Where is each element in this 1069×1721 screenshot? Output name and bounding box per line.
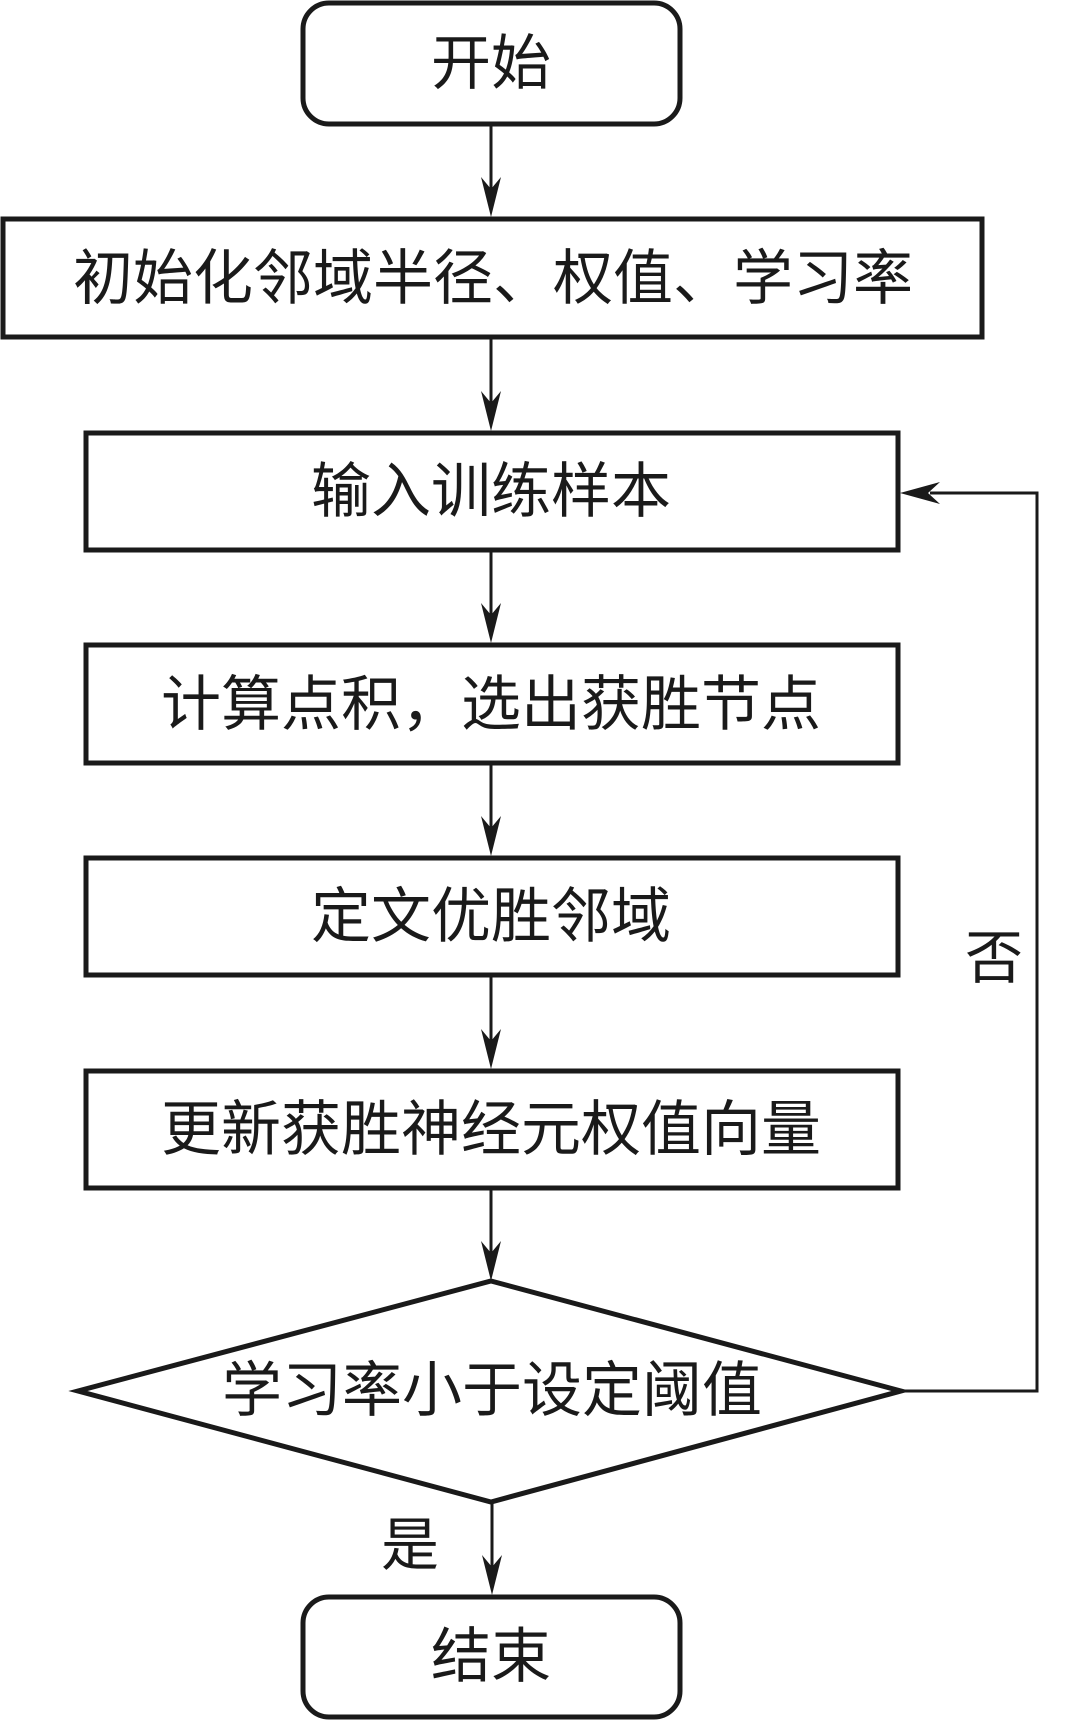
define-node: 定文优胜邻域 bbox=[83, 855, 901, 978]
start-node-label: 开始 bbox=[431, 29, 551, 99]
compute-node: 计算点积，选出获胜节点 bbox=[83, 642, 901, 766]
loop-back-line bbox=[901, 491, 1039, 1393]
input-node: 输入训练样本 bbox=[83, 430, 901, 553]
define-node-shape bbox=[83, 855, 901, 978]
compute-node-label: 计算点积，选出获胜节点 bbox=[161, 670, 821, 740]
init-node: 初始化邻域半径、权值、学习率 bbox=[0, 216, 985, 340]
update-node: 更新获胜神经元权值向量 bbox=[83, 1068, 901, 1191]
edge-define-to-update bbox=[481, 975, 501, 1069]
init-node-shape bbox=[0, 216, 985, 340]
arrow-head-left-icon bbox=[900, 482, 940, 504]
edge-decision-to-input: 否 bbox=[900, 482, 1039, 1393]
end-node: 结束 bbox=[300, 1594, 683, 1720]
yes-label: 是 bbox=[381, 1511, 439, 1579]
end-node-label: 结束 bbox=[431, 1622, 551, 1692]
edge-start-to-init bbox=[481, 124, 501, 217]
define-node-label: 定文优胜邻域 bbox=[311, 882, 671, 952]
edge-update-to-decision bbox=[481, 1188, 501, 1281]
decision-node-label: 学习率小于设定阈值 bbox=[222, 1356, 762, 1426]
update-node-shape bbox=[83, 1068, 901, 1191]
decision-node: 学习率小于设定阈值 bbox=[68, 1278, 911, 1505]
edge-init-to-input bbox=[481, 337, 501, 431]
input-node-label: 输入训练样本 bbox=[311, 457, 671, 527]
update-node-label: 更新获胜神经元权值向量 bbox=[161, 1095, 821, 1165]
compute-node-shape bbox=[83, 642, 901, 766]
edge-decision-to-end: 是 bbox=[381, 1502, 502, 1595]
start-node: 开始 bbox=[300, 0, 683, 127]
init-node-label: 初始化邻域半径、权值、学习率 bbox=[73, 244, 913, 314]
no-label: 否 bbox=[965, 924, 1023, 992]
edge-compute-to-define bbox=[481, 763, 501, 856]
end-node-shape bbox=[300, 1594, 683, 1720]
edge-input-to-compute bbox=[481, 550, 501, 643]
